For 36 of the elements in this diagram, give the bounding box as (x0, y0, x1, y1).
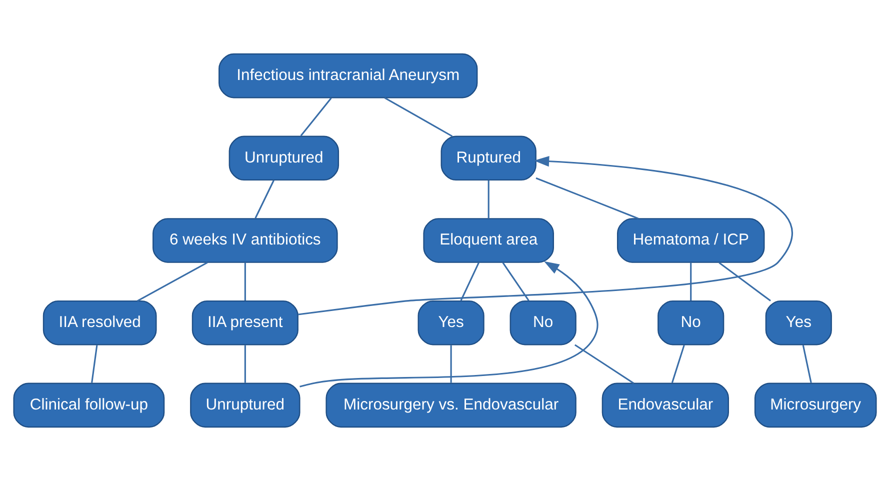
node-box: 6 weeks IV antibiotics (152, 218, 338, 263)
connector (574, 344, 634, 384)
connector (244, 345, 246, 383)
node-box: IIA present (191, 300, 298, 346)
connector (90, 344, 98, 383)
connector (450, 345, 452, 383)
node-box: Clinical follow-up (12, 382, 164, 428)
connector (460, 262, 479, 301)
node-box: Infectious intracranial Aneurysm (218, 53, 478, 98)
connector (254, 180, 274, 218)
node-box: Hematoma / ICP (616, 218, 764, 263)
connector (136, 262, 208, 302)
node-box: Unruptured (228, 136, 339, 181)
arrow (297, 156, 792, 316)
connector (244, 262, 246, 300)
connector (535, 177, 638, 220)
connector (802, 344, 812, 384)
node-box: No (509, 300, 576, 346)
connector (300, 98, 332, 136)
node-box: Unruptured (190, 382, 300, 428)
node-box: Yes (417, 300, 484, 346)
connector (384, 97, 452, 137)
node-box: Microsurgery vs. Endovascular (325, 382, 576, 428)
node-box: Eloquent area (422, 218, 554, 263)
node-box: Ruptured (440, 136, 536, 181)
node-box: Endovascular (601, 382, 728, 428)
connector (690, 262, 692, 300)
node-box: Microsurgery (754, 382, 876, 428)
connector (502, 262, 529, 301)
arrow (299, 261, 598, 388)
connector (670, 344, 684, 384)
node-box: No (657, 300, 724, 346)
node-box: IIA resolved (42, 300, 156, 346)
connector (487, 180, 489, 218)
connector (718, 262, 770, 302)
node-box: Yes (764, 300, 832, 346)
